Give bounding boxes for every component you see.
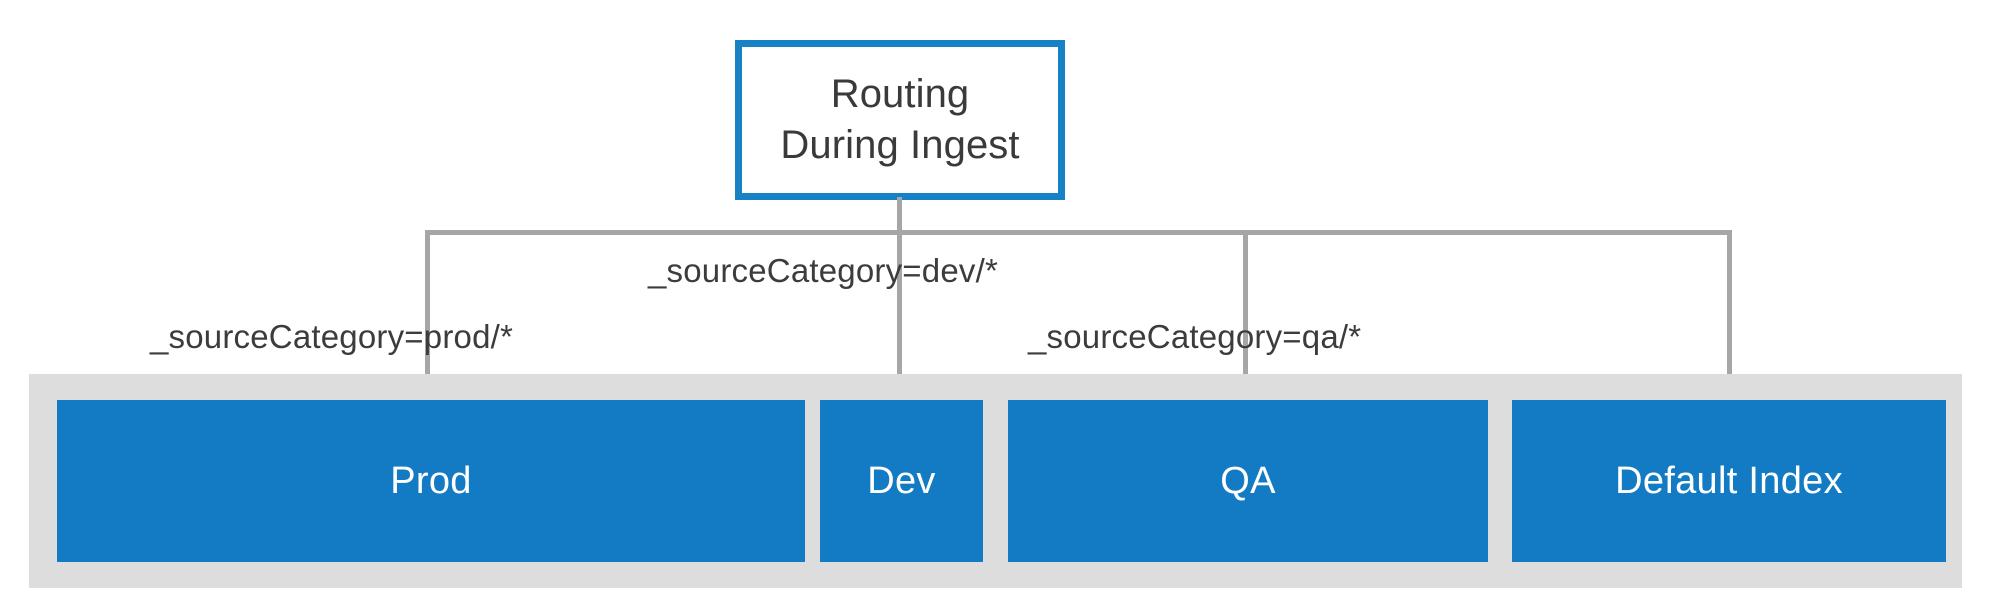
index-box-default[interactable]: Default Index bbox=[1512, 400, 1946, 562]
index-box-dev[interactable]: Dev bbox=[820, 400, 983, 562]
index-box-default-label: Default Index bbox=[1615, 459, 1843, 502]
connector-drop-qa bbox=[1243, 230, 1248, 378]
index-box-qa[interactable]: QA bbox=[1008, 400, 1488, 562]
connector-drop-dev bbox=[897, 230, 902, 378]
edge-label-qa: _sourceCategory=qa/* bbox=[1028, 318, 1362, 355]
source-node-label: Routing During Ingest bbox=[780, 71, 1020, 167]
index-box-qa-label: QA bbox=[1220, 459, 1276, 502]
edge-label-prod: _sourceCategory=prod/* bbox=[150, 318, 514, 355]
index-box-prod-label: Prod bbox=[390, 459, 472, 502]
index-box-prod[interactable]: Prod bbox=[57, 400, 805, 562]
connector-bus bbox=[425, 230, 1732, 235]
source-node-routing-during-ingest[interactable]: Routing During Ingest bbox=[735, 40, 1065, 200]
connector-drop-default bbox=[1727, 230, 1732, 378]
connector-drop-prod bbox=[425, 230, 430, 378]
edge-label-dev: _sourceCategory=dev/* bbox=[648, 252, 998, 289]
index-box-dev-label: Dev bbox=[867, 459, 936, 502]
connector-stem bbox=[897, 197, 902, 235]
